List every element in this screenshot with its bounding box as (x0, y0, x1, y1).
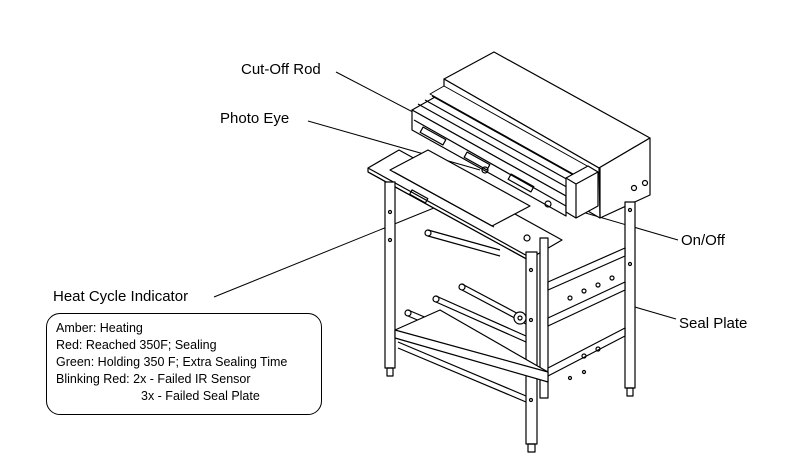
seal-plate-label: Seal Plate (679, 315, 748, 332)
control-box (565, 165, 599, 219)
seal-plate-leader (627, 304, 677, 320)
window-slot (507, 173, 535, 193)
legend-blinking-red-continued: 3x - Failed Seal Plate (141, 389, 260, 403)
front-slot (409, 189, 429, 204)
legend-amber: Amber: Heating (56, 321, 143, 335)
stand-legs (384, 181, 636, 453)
heat-cycle-legend (46, 313, 322, 415)
side-screw (641, 179, 649, 187)
roller-knob (513, 311, 527, 325)
cutoff-rod-label: Cut-Off Rod (241, 61, 321, 78)
heat-cycle-indicator-label: Heat Cycle Indicator (53, 288, 189, 305)
photo-eye-window (463, 151, 491, 171)
on-off-label: On/Off (681, 232, 725, 249)
side-braces (547, 247, 626, 381)
photo-eye-leader (307, 120, 481, 171)
photo-eye-label: Photo Eye (220, 110, 290, 127)
legend-blinking-red: Blinking Red: 2x - Failed IR Sensor (56, 372, 251, 386)
side-screw (630, 184, 638, 192)
indicator-light (481, 166, 489, 174)
legend-red: Red: Reached 350F; Sealing (56, 338, 217, 352)
table-knob (523, 234, 531, 242)
table-top (367, 149, 563, 263)
heat-cycle-leader (213, 194, 467, 298)
legend-green: Green: Holding 350 F; Extra Sealing Time (56, 355, 288, 369)
lower-shelf (394, 309, 549, 403)
indicator-light (544, 200, 552, 208)
window-slot (419, 126, 447, 146)
